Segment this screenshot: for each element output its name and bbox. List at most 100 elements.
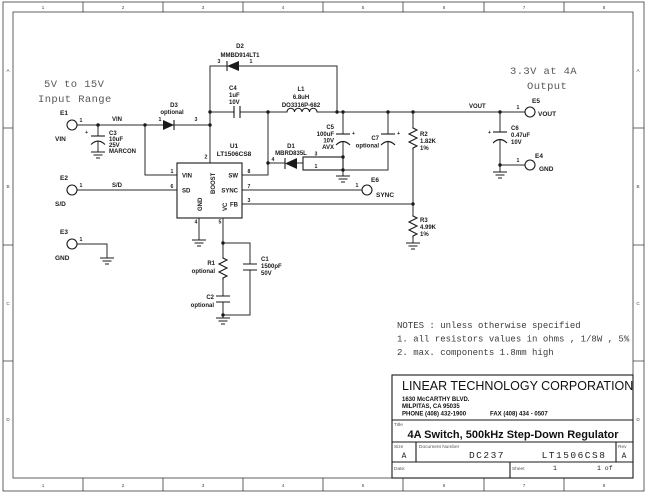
- zone-col: 8: [603, 483, 606, 488]
- output-note: Output: [527, 81, 567, 93]
- zone-col: 7: [523, 483, 526, 488]
- zone-col: 5: [362, 5, 365, 10]
- c4-ref: C4: [229, 86, 237, 92]
- c5-voltage: 10V: [323, 139, 334, 145]
- company-phone: PHONE (408) 432-1900: [402, 412, 467, 418]
- c7-ref: C7: [371, 136, 379, 142]
- size-value: A: [402, 452, 407, 461]
- c5-plus: +: [352, 131, 355, 137]
- zone-col: 3: [202, 483, 205, 488]
- connector-e1: E1 VIN 1: [55, 110, 83, 143]
- zone-col: 4: [282, 483, 285, 488]
- u1-pin-fb: FB: [230, 203, 239, 209]
- c1-voltage: 50V: [261, 271, 272, 277]
- component-r2: R2 1.82K 1%: [408, 126, 437, 152]
- e1-pinnum: 1: [80, 118, 83, 124]
- company-fax: FAX (408) 434 - 0507: [490, 412, 548, 418]
- d2-pinnum: 1: [250, 59, 253, 65]
- zone-row: A: [6, 68, 10, 73]
- c5-value: 100uF: [317, 132, 335, 138]
- e4-pinnum: 1: [517, 158, 520, 164]
- component-d3: D3 optional 1 3: [159, 103, 198, 130]
- c2-note: optional: [191, 303, 215, 309]
- e1-ref: E1: [60, 110, 68, 117]
- e5-ref: E5: [532, 98, 540, 105]
- component-c7: + C7 optional: [356, 131, 400, 150]
- c2-ref: C2: [206, 295, 214, 301]
- input-range-note: Input Range: [38, 94, 112, 106]
- c3-plus: +: [85, 130, 88, 136]
- u1-pinnum: 1: [171, 169, 174, 175]
- c1-value: 1500pF: [261, 264, 282, 270]
- input-range-note: 5V to 15V: [44, 79, 105, 91]
- d3-note: optional: [160, 110, 184, 116]
- zone-col: 3: [202, 5, 205, 10]
- component-d2: D2 MMBD914LT1 3 1: [218, 44, 261, 71]
- connector-e5: E5 VOUT 1: [517, 98, 557, 118]
- u1-pin-sd: SD: [182, 189, 191, 195]
- date-label: Date:: [394, 466, 405, 472]
- e2-pinnum: 1: [80, 183, 83, 189]
- u1-pin-sw: SW: [228, 174, 238, 180]
- c3-mfr: MARCON: [109, 149, 136, 155]
- zone-row: C: [6, 301, 10, 306]
- ground-icon: [492, 171, 508, 179]
- ground-icon: [99, 257, 115, 265]
- zone-col: 8: [603, 5, 606, 10]
- u1-pinnum: 7: [248, 184, 251, 190]
- c4-voltage: 10V: [229, 100, 240, 106]
- zone-col: 1: [42, 5, 45, 10]
- net-label-vin: VIN: [112, 117, 122, 123]
- zone-col: 2: [122, 483, 125, 488]
- c6-value: 0.47uF: [511, 133, 530, 139]
- component-r1: R1 optional: [192, 256, 228, 281]
- u1-pinnum: 6: [171, 184, 174, 190]
- component-d1: D1 MBRD835L 4 3 1: [272, 144, 344, 171]
- d1-ref: D1: [287, 144, 295, 150]
- output-note: 3.3V at 4A: [510, 66, 577, 78]
- doc-part-value: LT1506CS8: [542, 450, 607, 461]
- title-block: LINEAR TECHNOLOGY CORPORATION 1630 McCAR…: [391, 374, 634, 479]
- component-c3: + C3 10uF 25V MARCON: [85, 130, 136, 155]
- e2-ref: E2: [60, 175, 68, 182]
- zone-col: 1: [42, 483, 45, 488]
- u1-pinnum: 4: [195, 220, 198, 226]
- ground-symbols: [90, 151, 508, 325]
- ground-icon: [191, 239, 207, 247]
- d3-pinnum: 3: [195, 117, 198, 123]
- rev-value: A: [622, 452, 627, 461]
- r2-tol: 1%: [420, 146, 429, 152]
- c5-ref: C5: [326, 125, 334, 131]
- u1-pinnum: 2: [205, 155, 208, 161]
- zone-row: D: [6, 417, 10, 422]
- zone-row: D: [636, 417, 640, 422]
- u1-pin-boost: BOOST: [211, 172, 217, 194]
- zone-row: C: [636, 301, 640, 306]
- l1-value: 6.8uH: [293, 95, 309, 101]
- e6-ref: E6: [371, 177, 379, 184]
- sheet-label: Sheet: [512, 466, 525, 472]
- u1-part: LT1506CS8: [217, 151, 252, 158]
- d3-ref: D3: [170, 103, 178, 109]
- r3-ref: R3: [420, 218, 428, 224]
- c3-value: 10uF: [109, 137, 123, 143]
- d1-pinnum: 3: [315, 152, 318, 158]
- component-u1: U1 LT1506CS8 VIN SD SW SYNC FB BOOST GND…: [171, 143, 252, 226]
- zone-row: A: [636, 68, 640, 73]
- c3-voltage: 25V: [109, 143, 120, 149]
- zone-labels: 1 2 3 4 5 6 7 8 1 2 3 4 5 6 7 8 A B C D …: [6, 5, 640, 488]
- e3-ref: E3: [60, 229, 68, 236]
- notes-line: 1. all resistors values in ohms , 1/8W ,…: [397, 335, 630, 345]
- doc-number-value: DC237: [469, 450, 505, 461]
- c3-ref: C3: [109, 131, 117, 137]
- d2-part: MMBD914LT1: [221, 53, 261, 59]
- net-label-sd: S/D: [112, 183, 123, 189]
- component-c6: + C6 0.47uF 10V: [488, 126, 530, 146]
- u1-pin-sync: SYNC: [221, 189, 238, 195]
- zone-col: 2: [122, 5, 125, 10]
- r2-ref: R2: [420, 132, 428, 138]
- c4-value: 1uF: [229, 93, 240, 99]
- e4-ref: E4: [535, 153, 543, 160]
- connector-e4: E4 GND 1: [517, 153, 554, 173]
- sheet-number: 1: [553, 465, 557, 472]
